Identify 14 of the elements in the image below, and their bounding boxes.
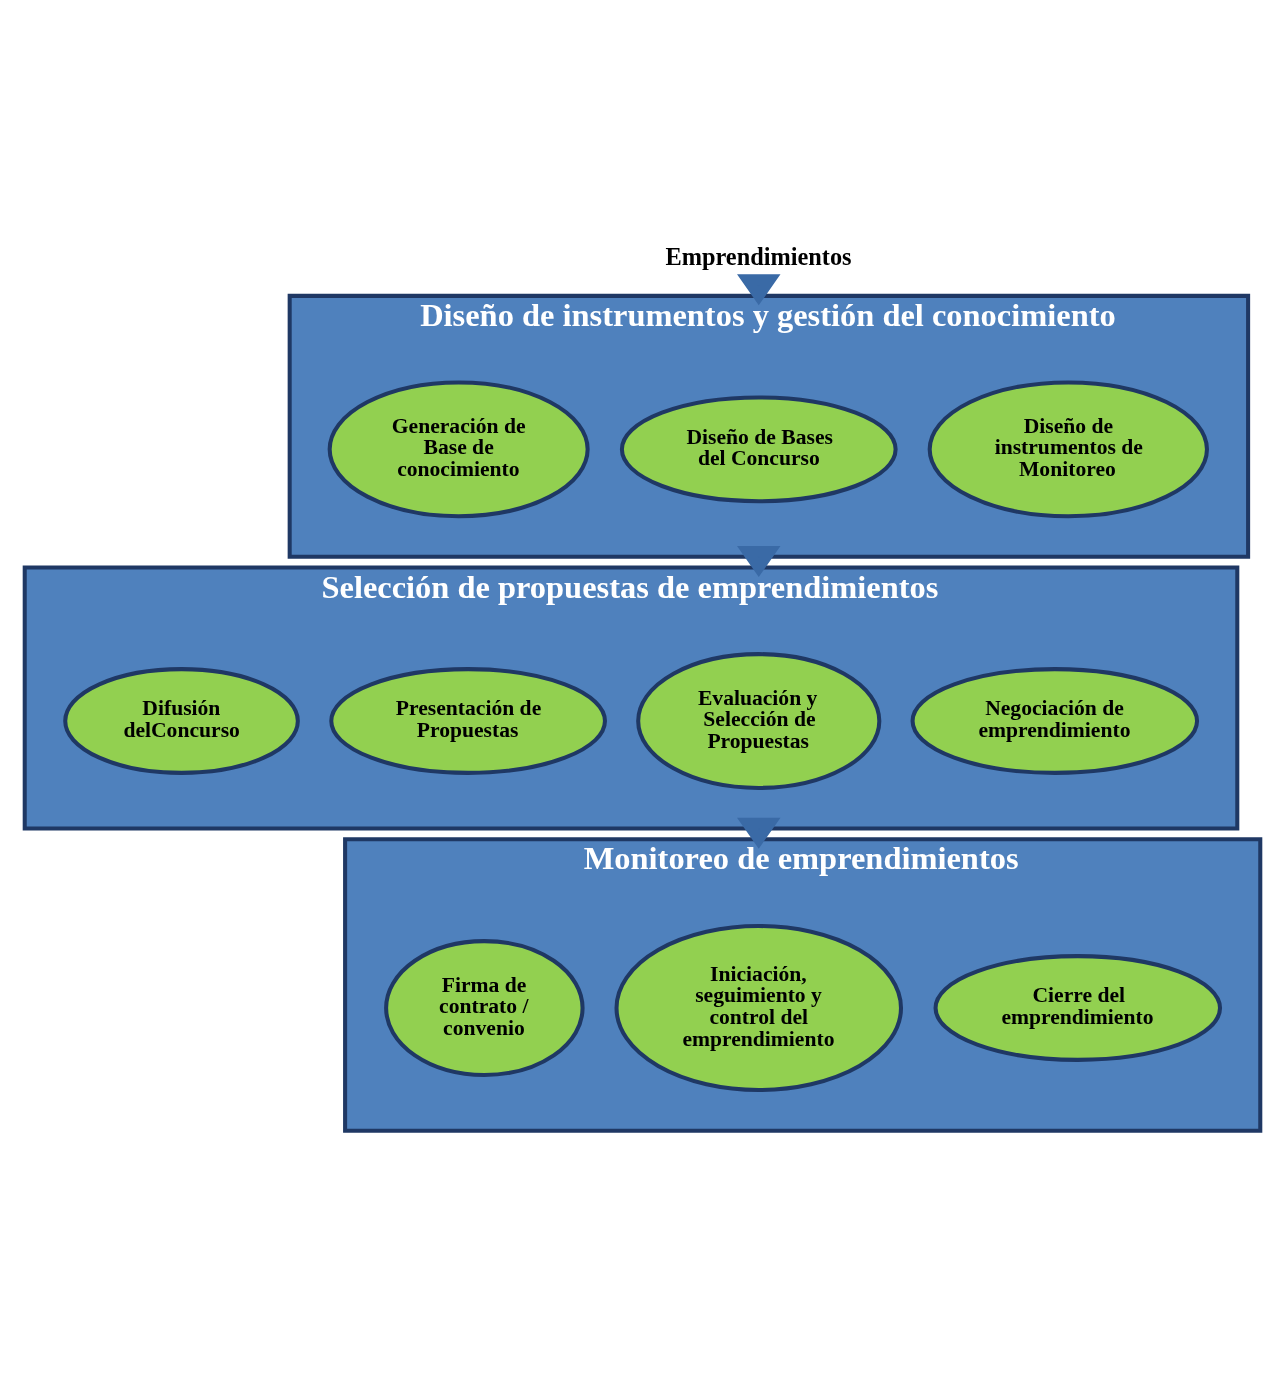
node-ellipse: Cierre del emprendimiento: [933, 954, 1223, 1062]
arrow: [737, 817, 781, 849]
node-ellipse: Firma de contrato / convenio: [384, 939, 585, 1077]
arrow: [737, 545, 781, 577]
node-ellipse: Diseño de Bases del Concurso: [619, 395, 898, 504]
node-ellipse: Presentación de Propuestas: [329, 667, 607, 775]
node-ellipse: Difusión delConcurso: [63, 667, 300, 775]
arrow: [737, 274, 781, 306]
node-ellipse: Evaluación y Selección de Propuestas: [636, 652, 882, 790]
node-ellipse: Diseño de instrumentos de Monitoreo: [927, 380, 1209, 519]
node-ellipse: Negociación de emprendimiento: [910, 667, 1200, 775]
node-text: Emprendimientos: [665, 243, 852, 271]
node-ellipse: Generación de Base de conocimiento: [327, 380, 590, 519]
node-ellipse: Iniciación, seguimiento y control del emprendimiento: [614, 924, 903, 1092]
